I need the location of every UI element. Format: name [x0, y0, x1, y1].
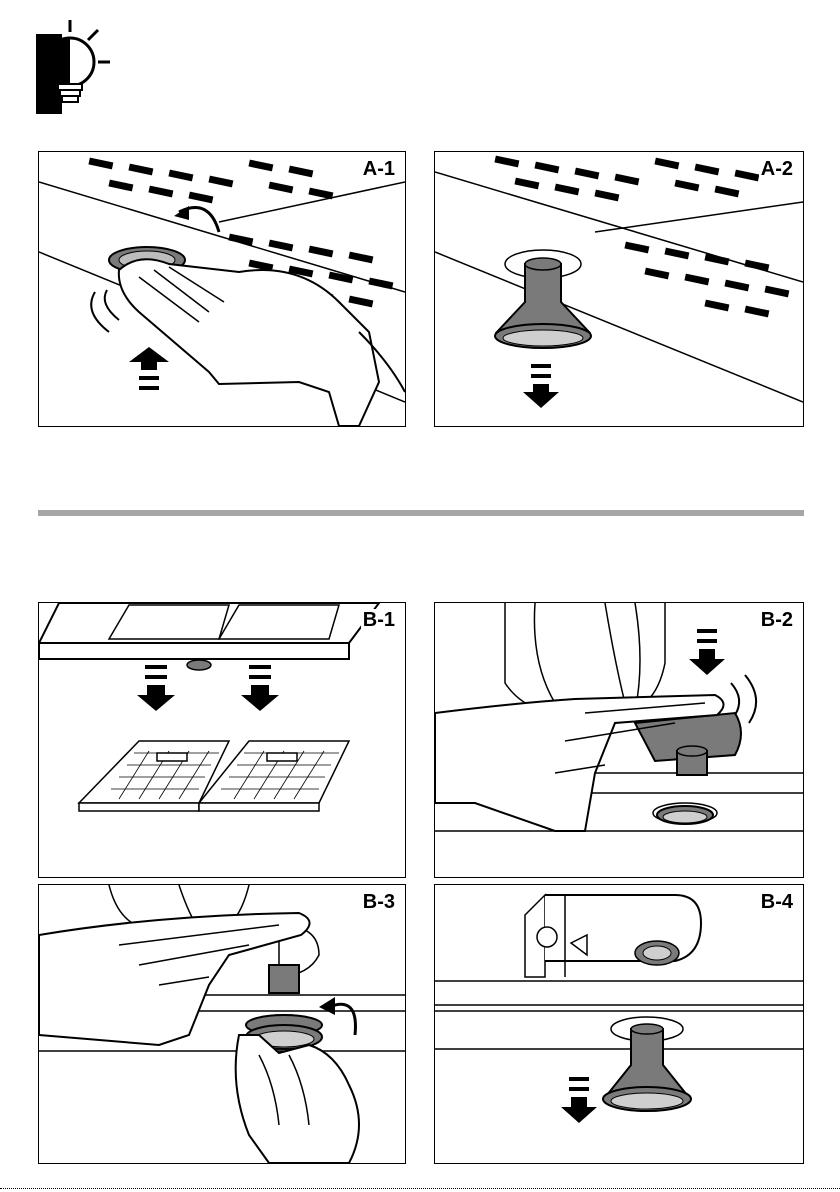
- panel-label-b4: B-4: [759, 891, 795, 913]
- illustration-b3: [39, 885, 405, 1163]
- arrow-up-icon: [129, 347, 169, 390]
- page-bottom-rule: [0, 1188, 840, 1189]
- illustration-b4: [435, 885, 803, 1163]
- panel-label-b1: B-1: [361, 609, 397, 631]
- panel-label-a1: A-1: [361, 158, 397, 180]
- illustration-b1: [39, 603, 405, 877]
- illustration-b2: [435, 603, 803, 877]
- panel-label-a2: A-2: [759, 158, 795, 180]
- panel-label-b3: B-3: [361, 891, 397, 913]
- panel-b4: B-4: [434, 884, 804, 1164]
- arrow-down-icon: [689, 629, 725, 675]
- arrow-down-icon: [523, 364, 559, 408]
- panel-b2: B-2: [434, 602, 804, 878]
- illustration-a2: [435, 152, 803, 426]
- panel-b1: B-1: [38, 602, 406, 878]
- section-divider: [38, 510, 804, 516]
- arrow-down-icon: [561, 1077, 597, 1123]
- rotate-arrow-icon: [319, 997, 355, 1035]
- panel-b3: B-3: [38, 884, 406, 1164]
- arrow-down-icon: [137, 665, 279, 711]
- lightbulb-icon: [30, 18, 120, 118]
- panel-a1: A-1: [38, 151, 406, 427]
- illustration-a1: [39, 152, 405, 426]
- panel-a2: A-2: [434, 151, 804, 427]
- panel-label-b2: B-2: [759, 609, 795, 631]
